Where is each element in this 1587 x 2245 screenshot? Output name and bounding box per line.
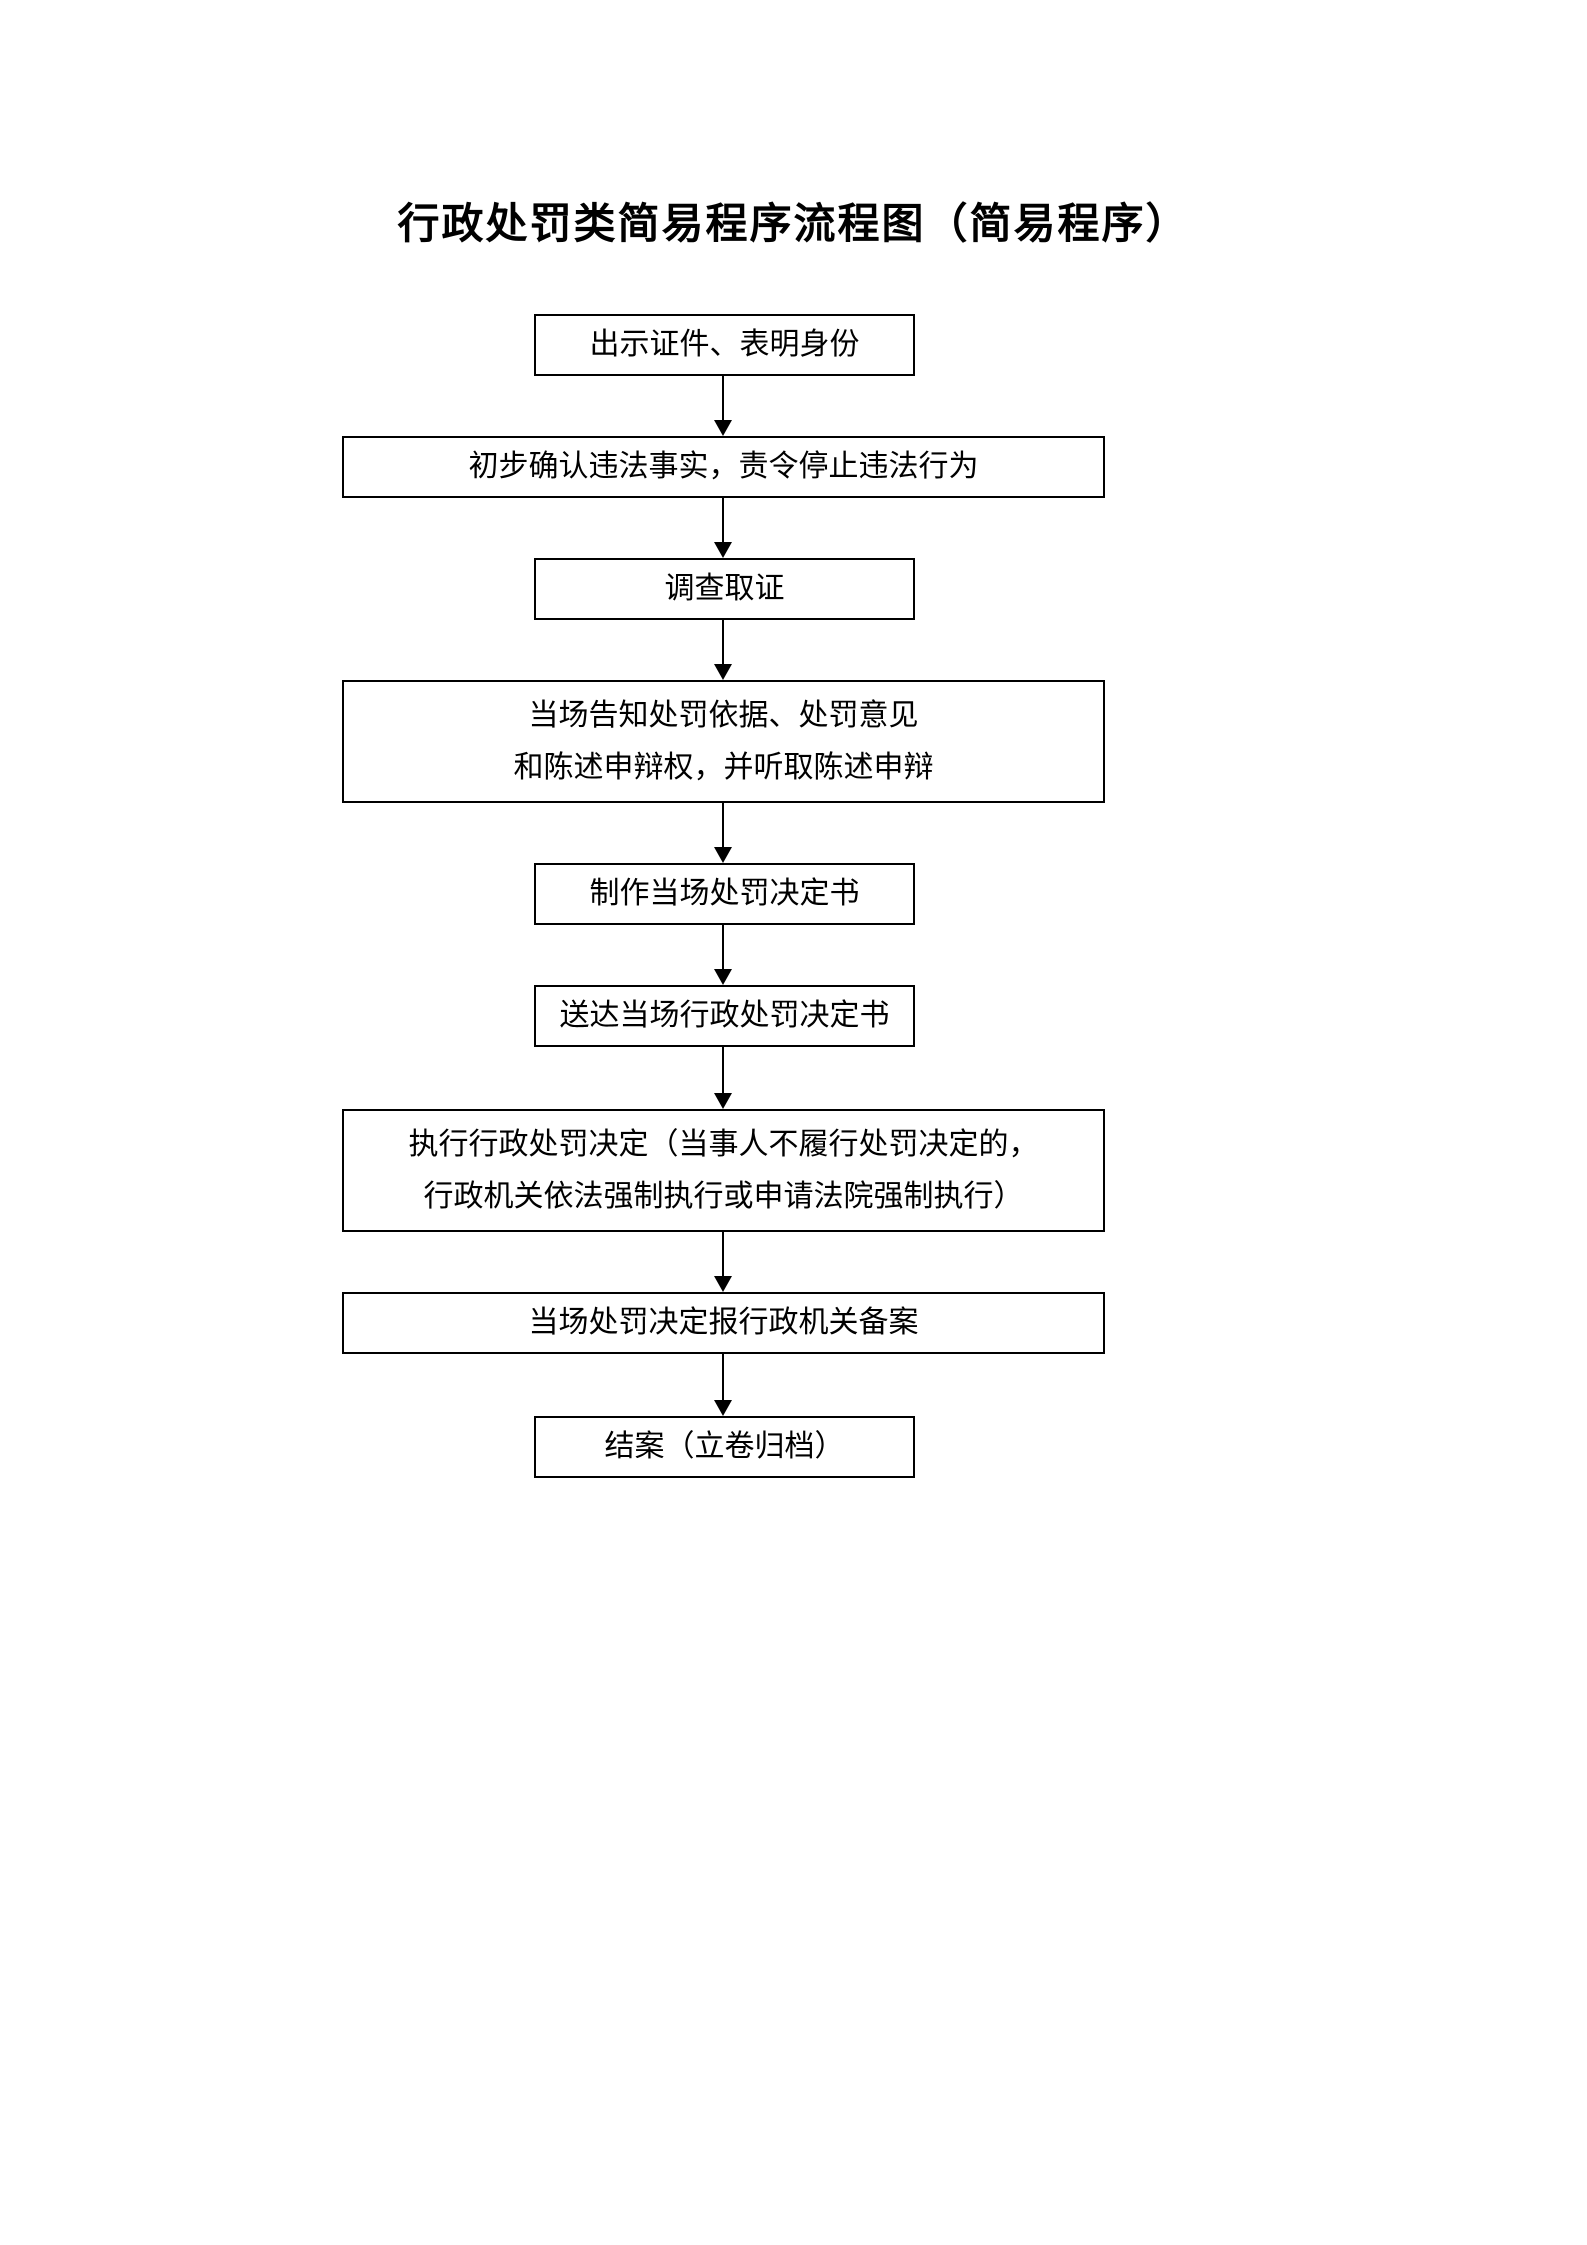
step-text: 当场处罚决定报行政机关备案 [528, 1305, 919, 1340]
flow-arrow [714, 1047, 732, 1109]
step-text-line-2: 行政机关依法强制执行或申请法院强制执行） [423, 1178, 1024, 1214]
step-prepare-decision: 制作当场处罚决定书 [534, 863, 915, 925]
step-show-credentials: 出示证件、表明身份 [534, 314, 915, 376]
step-execute-decision: 执行行政处罚决定（当事人不履行处罚决定的， 行政机关依法强制执行或申请法院强制执… [342, 1109, 1105, 1232]
step-investigate: 调查取证 [534, 558, 915, 620]
step-text-line-1: 执行行政处罚决定（当事人不履行处罚决定的， [408, 1126, 1039, 1162]
page-title: 行政处罚类简易程序流程图（简易程序） [397, 199, 1190, 248]
step-text: 出示证件、表明身份 [589, 327, 860, 362]
step-deliver-decision: 送达当场行政处罚决定书 [534, 985, 915, 1047]
flow-arrow [714, 925, 732, 985]
flow-arrow [714, 1232, 732, 1292]
step-text: 调查取证 [664, 571, 785, 606]
step-text: 结案（立卷归档） [604, 1429, 845, 1464]
step-text: 初步确认违法事实，责令停止违法行为 [468, 449, 979, 484]
step-text: 送达当场行政处罚决定书 [559, 998, 890, 1033]
step-text-line-2: 和陈述申辩权，并听取陈述申辩 [513, 749, 934, 785]
flow-arrow [714, 498, 732, 558]
step-close-case: 结案（立卷归档） [534, 1416, 915, 1478]
flow-arrow [714, 1354, 732, 1416]
step-report-filing: 当场处罚决定报行政机关备案 [342, 1292, 1105, 1354]
step-text-line-1: 当场告知处罚依据、处罚意见 [528, 697, 919, 733]
step-confirm-violation: 初步确认违法事实，责令停止违法行为 [342, 436, 1105, 498]
step-text: 制作当场处罚决定书 [589, 876, 860, 911]
flow-arrow [714, 803, 732, 863]
step-notify-penalty-basis: 当场告知处罚依据、处罚意见 和陈述申辩权，并听取陈述申辩 [342, 680, 1105, 803]
flow-arrow [714, 376, 732, 436]
flow-arrow [714, 620, 732, 680]
